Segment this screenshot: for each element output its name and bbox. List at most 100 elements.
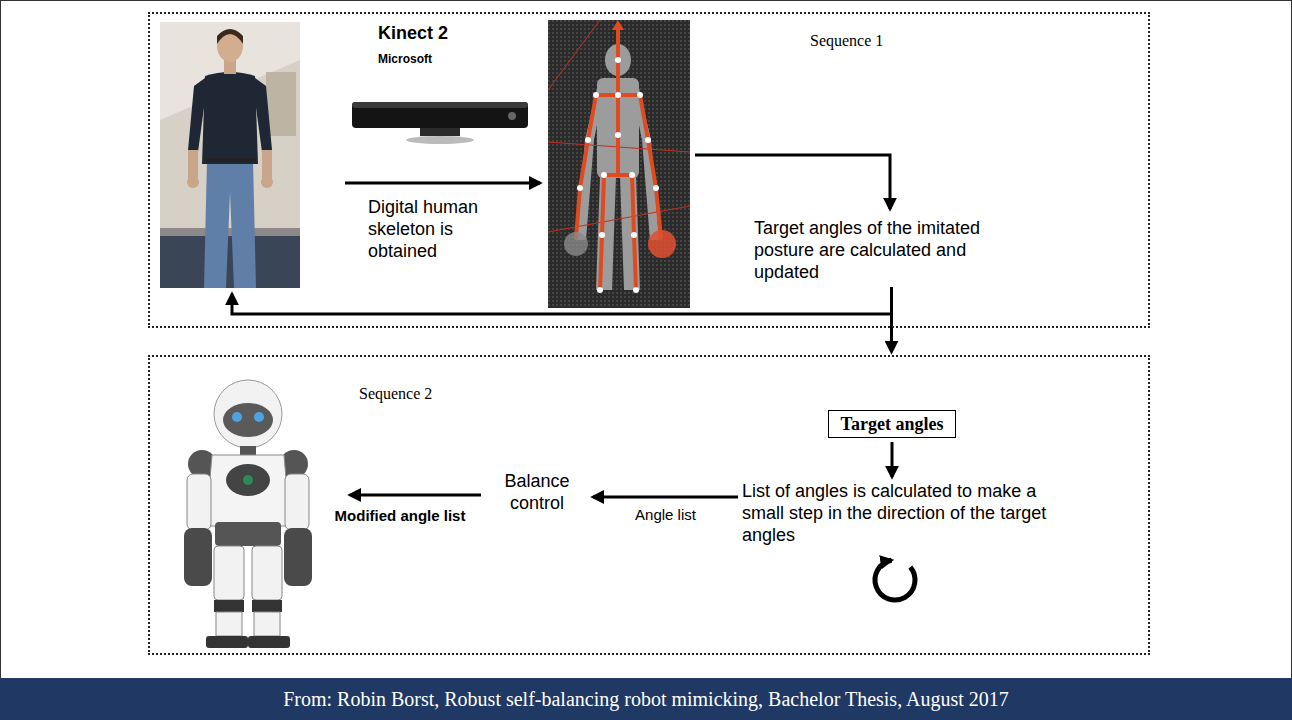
control-step: Balance control [487,470,587,514]
person-photo-part [261,176,273,188]
person-photo-part [255,78,272,152]
nao-robot-part [243,475,253,485]
skeleton-scan-part-part [601,172,607,178]
caption-band [0,678,1292,720]
kinect-sensor [352,102,528,144]
step-text: Target angles of the imitated posture ar… [754,217,1029,283]
nao-robot-part [285,474,309,530]
data-box: Target angles [828,410,957,438]
skeleton-scan-part-part [604,173,632,177]
skeleton-scan-part-part [600,175,604,290]
nao-robot-part [206,455,290,526]
skeleton-scan-part-part [629,172,635,178]
kinect-sensor-part [352,102,528,108]
capture-arrow [345,182,540,185]
person-photo-part [217,30,243,62]
nao-robot-part [232,412,242,422]
skeleton-scan-part [576,26,661,290]
kinect-sensor-part [508,112,516,120]
feedback-arrow [232,294,890,314]
step-label: Digital human skeleton is obtained [368,196,518,262]
skeleton-scan-part-part [632,175,636,290]
person-photo-part [266,72,296,136]
skeleton-scan-part-part [596,93,640,97]
edge-label-holder: Angle list [635,506,696,524]
nao-robot-part [215,522,281,546]
person-photo-part [204,160,256,288]
nao-robot-part [248,636,290,648]
sequence-region: Sequence 2 Target anglesList of angles is… [148,355,1150,655]
skeleton-scan-part-part [577,185,583,191]
skeleton-scan-part [636,88,659,240]
skeleton-scan-part-part [616,26,620,60]
person-photo-part [160,22,300,288]
edge-label: Angle list [635,506,696,524]
kinect-sensor-part [352,102,528,128]
skeleton-scan-part [648,230,676,258]
skeleton-scan-part-part [615,132,621,138]
person-photo-part [206,158,256,162]
nao-robot-part [187,474,211,530]
person-photo-part [188,78,205,152]
skeleton-scan-part-part [640,95,661,238]
skeleton-scan-part-part [633,287,639,293]
nao-robot-part [226,464,270,496]
skeleton-scan-part-part [576,95,596,238]
nao-robot-part [216,612,242,636]
step-text: Target angles [841,413,944,435]
skeleton-scan-part [564,232,588,256]
flow-arrow [593,496,738,499]
nao-robot-part [214,600,244,612]
flow-arrow [890,287,893,352]
skeleton-scan-part [548,20,600,90]
sequence-heading: Sequence 1 [810,32,883,50]
nao-robot-part [214,380,282,448]
person-photo-part [202,72,258,164]
nao-robot-part [223,403,273,437]
process-step: Target angles of the imitated posture ar… [754,217,1029,283]
person-photo-part [217,29,243,44]
skeleton-scan-part [577,57,659,293]
person-photo-part [188,150,198,178]
sequence-heading: Sequence 2 [359,385,432,403]
skeleton-scan-part [620,176,640,290]
caption-holder: From: Robin Borst, Robust self-balancing… [0,678,1292,720]
sequence-region: Sequence 1 Target angles of the imitated … [148,12,1150,328]
flow-label: Modified angle list [335,505,466,527]
skeleton-scan [548,20,690,308]
skeleton-scan-part-part [616,60,620,175]
skeleton-scan-part-part [615,92,621,98]
person-photo-part [160,236,300,288]
device-name: Kinect 2 [378,22,448,44]
source-caption: From: Robin Borst, Robust self-balancing… [283,687,1009,711]
kinect-sensor-part [406,136,474,144]
skeleton-scan-part [612,20,624,30]
skeleton-scan-part-part [645,137,651,143]
skeleton-scan-part [548,20,690,308]
skeleton-scan-part-part [585,137,591,143]
person-photo-part [262,150,272,178]
output-arrow [350,494,481,497]
skeleton-scan-part-part [599,232,605,238]
process-arrow [695,155,890,209]
label-holder: Digital human skeleton is obtained [368,196,518,262]
person-photo-part [187,176,199,188]
nao-robot-part [214,546,244,600]
skeleton-scan-part [548,206,690,232]
skeleton-scan-part [577,88,600,240]
nao-robot-part [252,600,282,612]
label-holder: Kinect 2 [378,22,448,44]
label-holder: Modified angle list [335,505,466,527]
person-photo [160,22,300,288]
nao-robot-part [206,636,248,648]
process-step: List of angles is calculated to make a s… [742,480,1077,546]
skeleton-scan-part-part [597,287,603,293]
loop-symbol [875,560,915,600]
brand-name: Microsoft [378,48,432,70]
